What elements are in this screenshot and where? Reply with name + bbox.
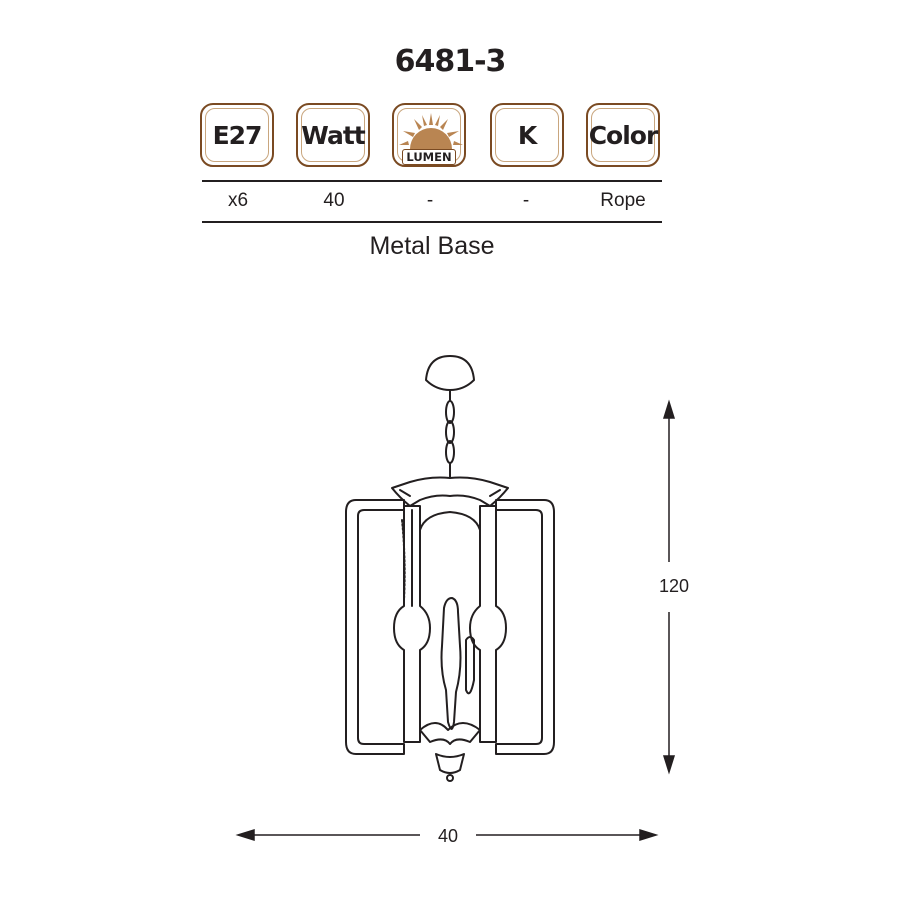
ceiling-canopy bbox=[425, 355, 475, 391]
central-arch bbox=[419, 511, 481, 531]
spec-top-rule bbox=[202, 180, 662, 182]
top-crown bbox=[391, 476, 509, 507]
material-note: Metal Base bbox=[369, 232, 495, 260]
lumen-badge: LUMEN bbox=[392, 103, 466, 167]
hanging-chain bbox=[445, 389, 455, 479]
wattage-badge: Watt bbox=[296, 103, 370, 167]
bottom-finial bbox=[435, 753, 465, 774]
height-value: 120 bbox=[658, 576, 690, 596]
wattage-label: Watt bbox=[301, 120, 365, 150]
outer-frame-left bbox=[345, 499, 405, 755]
color-value: Rope bbox=[600, 190, 646, 211]
lower-leaves bbox=[419, 722, 481, 745]
socket-count-value: x6 bbox=[227, 190, 249, 211]
width-dimension bbox=[235, 828, 659, 842]
candle-arm-center bbox=[440, 597, 462, 730]
color-temperature-badge: K bbox=[490, 103, 564, 167]
lumen-label: LUMEN bbox=[402, 149, 456, 165]
wattage-value: 40 bbox=[323, 190, 345, 211]
lumen-value: - bbox=[426, 190, 434, 211]
sun-icon bbox=[399, 113, 463, 149]
model-code: 6481-3 bbox=[394, 44, 507, 79]
inner-frame-left bbox=[393, 505, 431, 743]
socket-type-badge: E27 bbox=[200, 103, 274, 167]
color-badge: Color bbox=[586, 103, 660, 167]
candle-arm-right bbox=[465, 636, 475, 695]
outer-frame-right bbox=[495, 499, 555, 755]
color-temperature-value: - bbox=[522, 190, 530, 211]
height-dimension bbox=[662, 399, 676, 775]
color-label: Color bbox=[588, 120, 659, 150]
width-value: 40 bbox=[437, 826, 459, 846]
spec-bottom-rule bbox=[202, 221, 662, 223]
inner-frame-right bbox=[469, 505, 507, 743]
color-temperature-label: K bbox=[517, 120, 537, 150]
socket-type-label: E27 bbox=[212, 120, 263, 150]
